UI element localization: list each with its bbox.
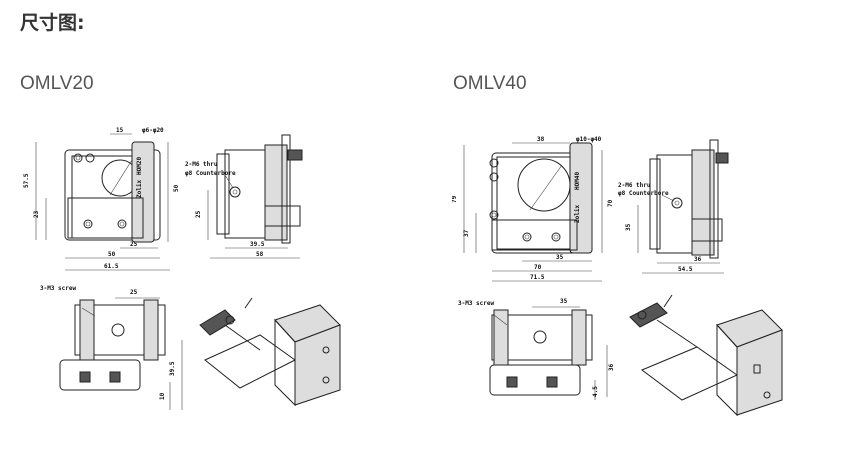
dim-height-1: 57.5 — [23, 173, 30, 188]
dim-bottom-width: 25 — [130, 289, 138, 296]
brand-label: Zolix — [574, 205, 581, 223]
dim-side-width-1: 36 — [694, 256, 702, 263]
isometric-view — [199, 297, 341, 407]
dim-diameter: φ10-φ40 — [576, 136, 602, 143]
dim-side-width-1: 39.5 — [250, 241, 265, 248]
dim-height-2: 23 — [33, 210, 40, 218]
dim-side-width-2: 58 — [256, 251, 264, 258]
dim-height-2: 37 — [463, 229, 470, 237]
drawing-omlv20: 15 φ6-φ20 57.5 23 50 25 50 61.5 Zolix HO… — [23, 127, 341, 410]
isometric-view — [629, 294, 783, 417]
note-thru: 2-M6 thru — [185, 161, 218, 168]
part-label: HOM20 — [136, 157, 143, 175]
note-counterbore: φ8 Counterbore — [185, 170, 236, 177]
dim-width-1: 35 — [556, 254, 564, 261]
brand-label: Zolix — [136, 180, 143, 198]
bottom-view: 3-M3 screw 35 36 4.5 — [458, 298, 615, 400]
drawing-omlv40: 38 φ10-φ40 79 37 70 35 70 71.5 Zolix HOM… — [452, 136, 783, 417]
page-title: 尺寸图: — [20, 12, 85, 34]
dim-bottom-height-1: 39.5 — [169, 361, 176, 376]
dim-side-height: 35 — [625, 223, 632, 231]
dim-bottom-height-1: 36 — [608, 363, 615, 371]
front-view: 38 φ10-φ40 79 37 70 35 70 71.5 Zolix HOM… — [452, 136, 614, 282]
dim-width-2: 50 — [108, 251, 116, 258]
dim-height-3: 70 — [607, 199, 614, 207]
dim-bottom-height-2: 4.5 — [592, 386, 599, 397]
note-screw: 3-M3 screw — [458, 300, 495, 307]
dim-width-1: 25 — [130, 241, 138, 248]
dim-width-3: 71.5 — [530, 274, 545, 281]
note-counterbore: φ8 Counterbore — [618, 190, 669, 197]
side-view: 2-M6 thru φ8 Counterbore 35 36 54.5 — [618, 139, 729, 274]
dim-diameter: φ6-φ20 — [142, 127, 164, 134]
part-label: HOM40 — [574, 172, 581, 190]
model-title-omlv20: OMLV20 — [20, 73, 94, 94]
bottom-view: 3-M3 screw 25 39.5 10 — [40, 285, 183, 410]
dim-side-width-2: 54.5 — [678, 266, 693, 273]
dim-width-2: 70 — [534, 264, 542, 271]
front-view: 15 φ6-φ20 57.5 23 50 25 50 61.5 Zolix HO… — [23, 127, 180, 271]
dim-side-height: 25 — [195, 210, 202, 218]
dim-top: 15 — [116, 127, 124, 134]
dim-width-3: 61.5 — [104, 263, 119, 270]
note-screw: 3-M3 screw — [40, 285, 77, 292]
dim-height-3: 50 — [173, 184, 180, 192]
dim-top: 38 — [537, 136, 545, 143]
model-title-omlv40: OMLV40 — [453, 73, 527, 94]
dim-bottom-height-2: 10 — [159, 392, 166, 400]
dim-height-1: 79 — [452, 195, 458, 203]
side-view: 2-M6 thru φ8 Counterbore 25 39.5 58 — [185, 134, 303, 259]
dim-bottom-width: 35 — [560, 298, 568, 305]
note-thru: 2-M6 thru — [618, 182, 651, 189]
